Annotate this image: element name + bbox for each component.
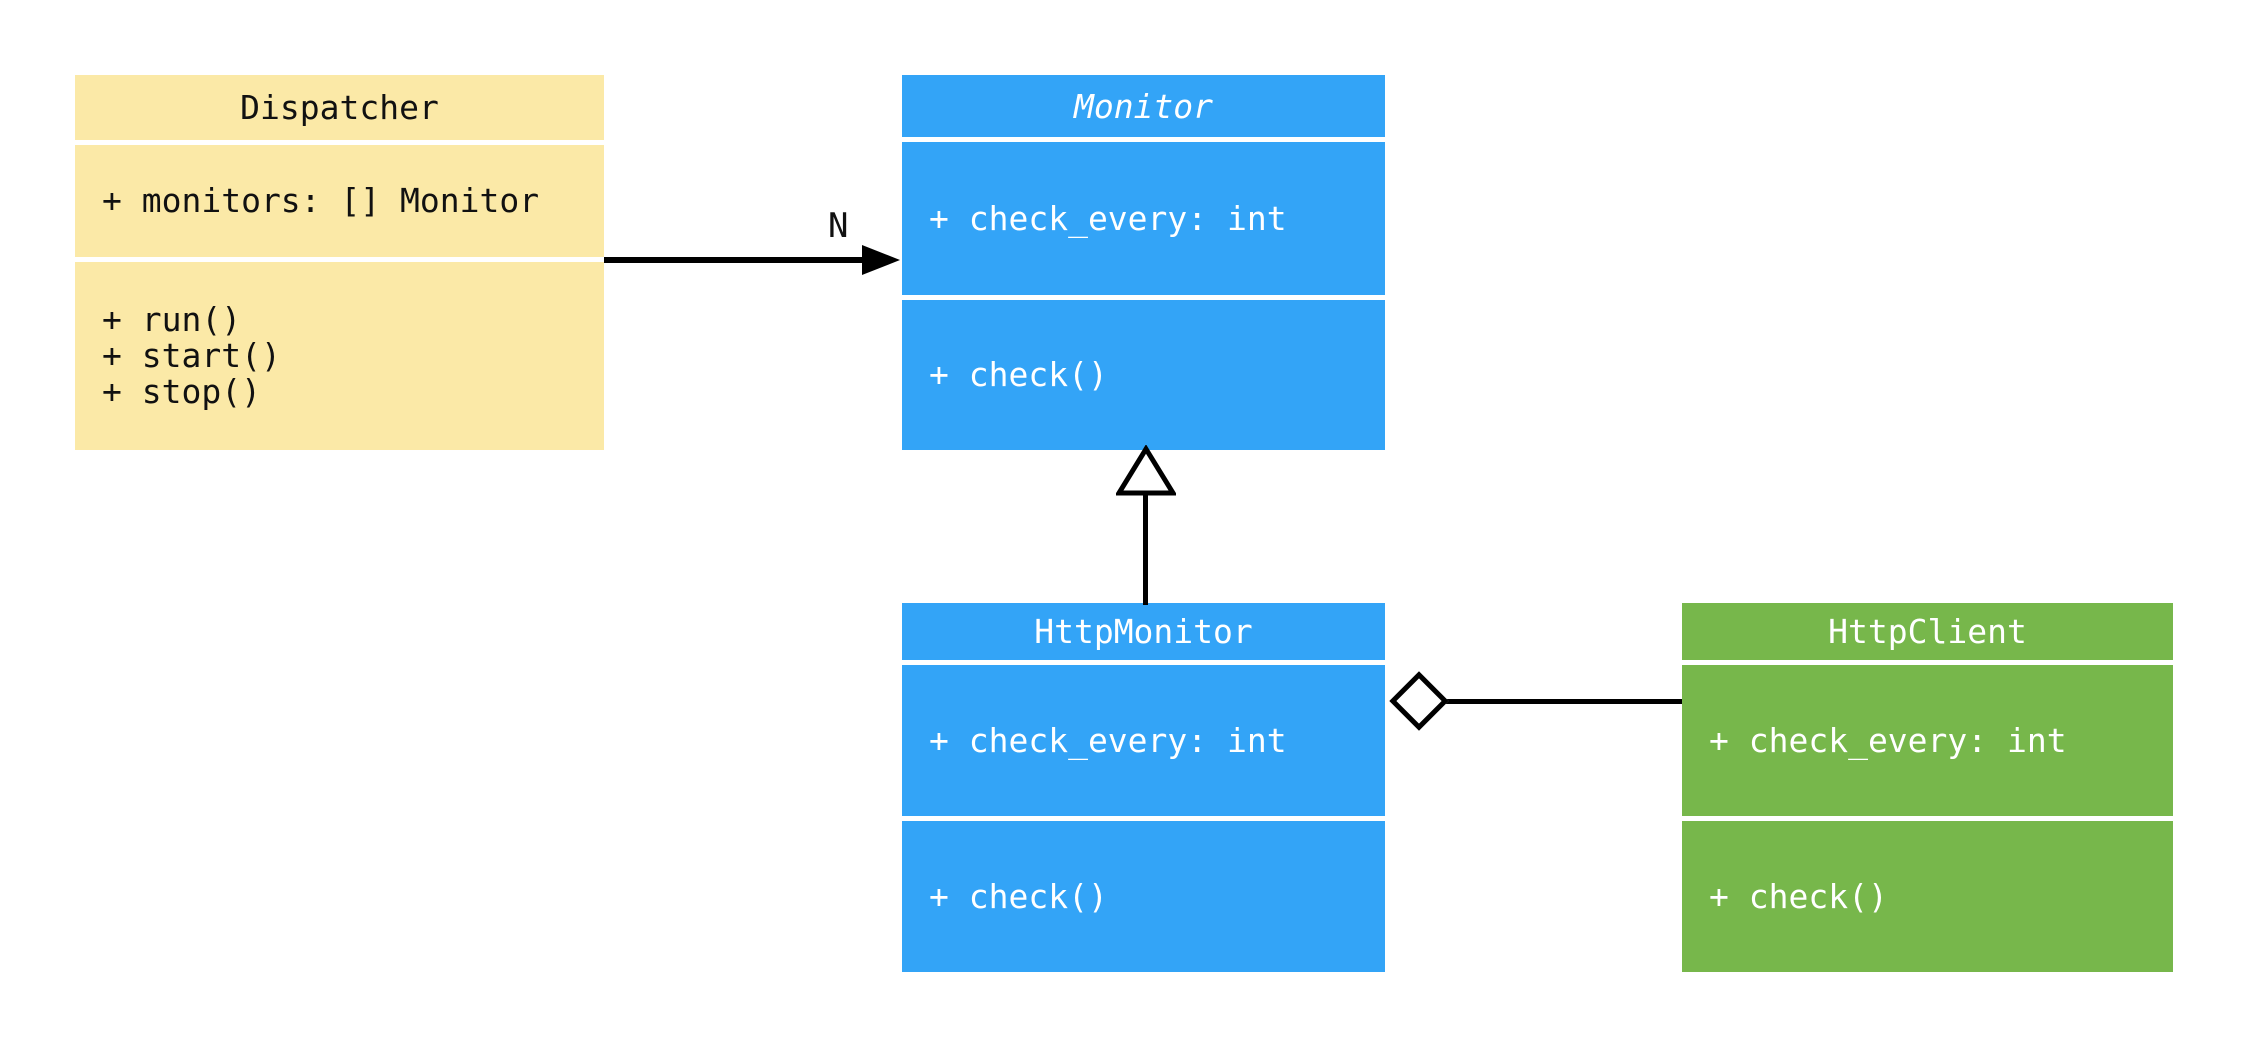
attribute-line: + check_every: int: [929, 198, 1287, 238]
method-line: + check(): [929, 355, 1108, 394]
method-line: + run(): [102, 300, 242, 339]
multiplicity-label: N: [828, 206, 849, 246]
class-box-dispatcher: Dispatcher + monitors: [] Monitor + run(…: [75, 75, 604, 450]
attributes-section-monitor: + check_every: int: [902, 142, 1385, 295]
class-box-monitor: Monitor + check_every: int + check(): [902, 75, 1385, 450]
attribute-line: + check_every: int: [1709, 720, 2067, 760]
generalization-triangle-icon: [1116, 445, 1176, 496]
class-title-dispatcher: Dispatcher: [75, 75, 604, 140]
aggregation-line: [1444, 699, 1682, 704]
method-line: + stop(): [102, 372, 261, 411]
class-title-monitor: Monitor: [902, 75, 1385, 137]
attributes-section-dispatcher: + monitors: [] Monitor: [75, 145, 604, 257]
attributes-section-httpclient: + check_every: int: [1682, 665, 2173, 816]
method-line: + start(): [102, 336, 281, 375]
methods-section-dispatcher: + run() + start() + stop(): [75, 262, 604, 450]
class-box-httpmonitor: HttpMonitor + check_every: int + check(): [902, 603, 1385, 972]
association-line: [604, 257, 864, 263]
attribute-line: + check_every: int: [929, 720, 1287, 760]
generalization-line: [1143, 493, 1148, 605]
class-box-httpclient: HttpClient + check_every: int + check(): [1682, 603, 2173, 972]
association-arrowhead-icon: [862, 245, 900, 275]
attribute-line: + monitors: [] Monitor: [102, 181, 540, 220]
attributes-section-httpmonitor: + check_every: int: [902, 665, 1385, 816]
method-line: + check(): [929, 876, 1108, 916]
class-title-httpclient: HttpClient: [1682, 603, 2173, 660]
method-line: + check(): [1709, 876, 1888, 916]
methods-section-httpmonitor: + check(): [902, 821, 1385, 972]
methods-section-httpclient: + check(): [1682, 821, 2173, 972]
aggregation-diamond-icon: [1389, 671, 1449, 731]
class-title-httpmonitor: HttpMonitor: [902, 603, 1385, 660]
methods-section-monitor: + check(): [902, 300, 1385, 450]
